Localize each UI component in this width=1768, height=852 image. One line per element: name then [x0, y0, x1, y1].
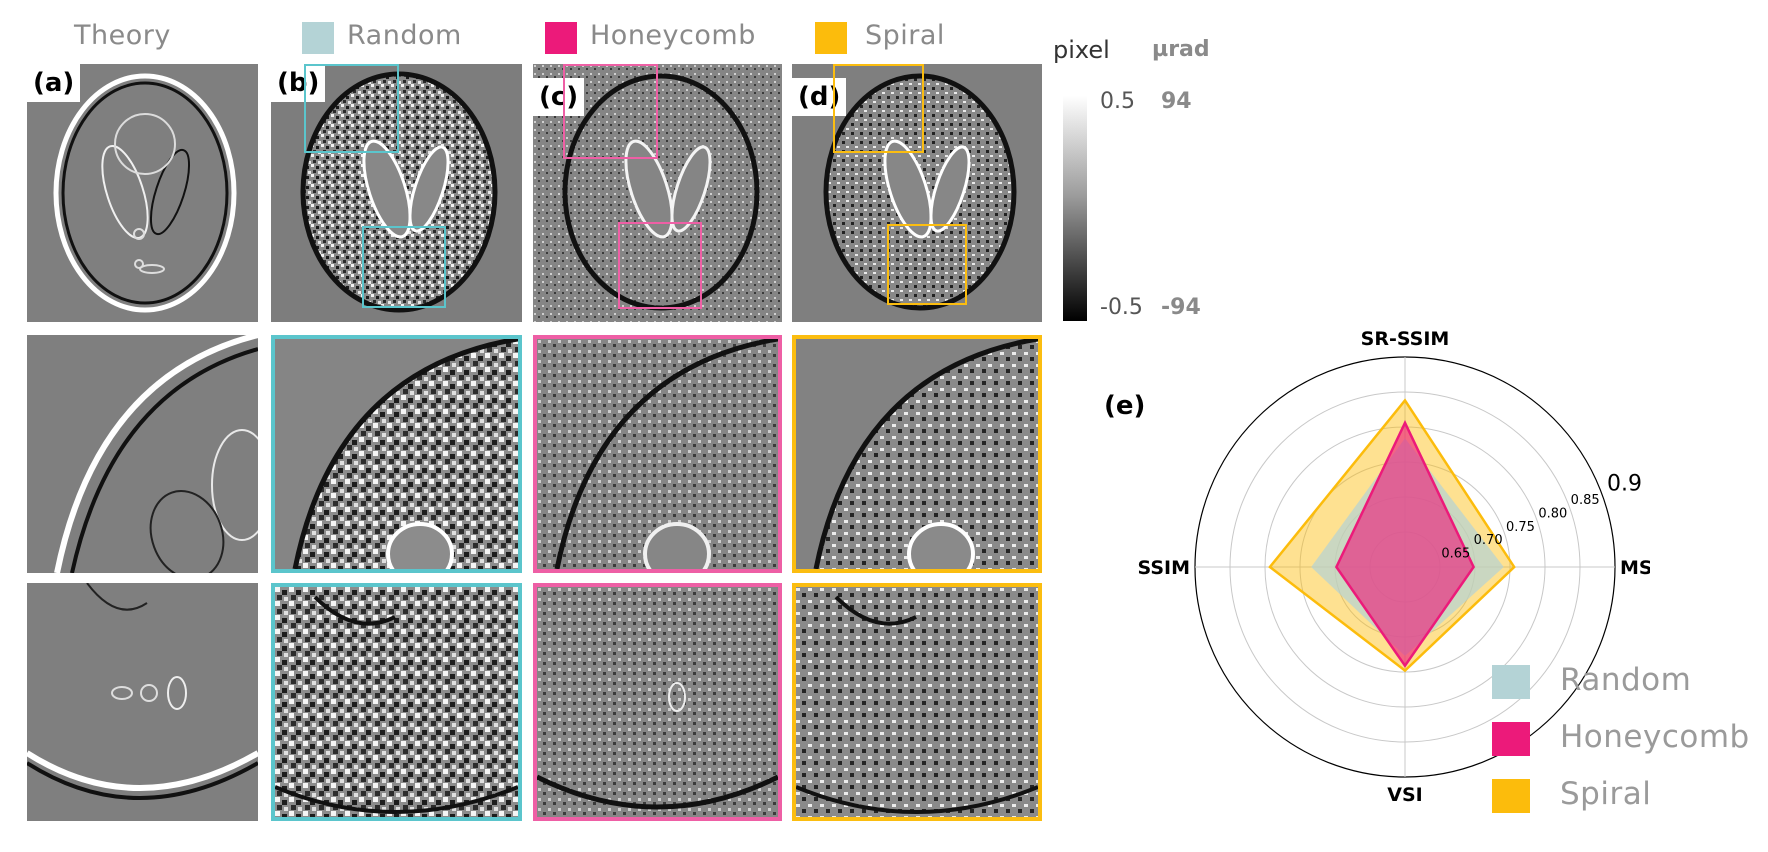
colorbar-max-urad: 94 — [1161, 89, 1192, 114]
colorbar-min-pixel: -0.5 — [1100, 295, 1143, 320]
radar-rtick-label: 0.70 — [1474, 533, 1503, 548]
zoom-box-spiral-bottom — [887, 224, 967, 305]
inset-honeycomb-bottom-image — [537, 587, 778, 817]
colorbar-unit-pixel: pixel — [1053, 36, 1110, 64]
header-label-spiral: Spiral — [865, 20, 945, 51]
inset-honeycomb-top-image — [537, 339, 778, 569]
radar-axis-label-sr-ssim: SR-SSIM — [1361, 328, 1450, 350]
radar-axis-label-vsi: VSI — [1387, 784, 1422, 806]
zoom-box-spiral-top — [833, 64, 924, 153]
legend-swatch-honeycomb — [545, 22, 577, 54]
inset-honeycomb-bottom — [533, 583, 782, 821]
theory-label: Theory — [74, 20, 171, 51]
phantom-random-image — [271, 64, 522, 322]
legend-swatch-spiral — [815, 22, 847, 54]
zoom-box-honeycomb-top — [563, 64, 658, 159]
inset-random-bottom-image — [275, 587, 518, 817]
inset-random-bottom — [271, 583, 522, 821]
radar-rtick-label: 0.85 — [1571, 493, 1600, 508]
colorbar-min-urad: -94 — [1161, 295, 1201, 320]
radar-axis-label-ms-ssim: MS-SSIM — [1620, 557, 1650, 579]
radar-axis-labels: 0.65 0.700.750.80 0.85 0.9 SR-SSIM MS-SSIM VSI… — [1138, 328, 1651, 806]
colorbar-unit-urad: µrad — [1152, 37, 1210, 62]
radar-panel-tag: (e) — [1104, 391, 1145, 421]
header-label-honeycomb: Honeycomb — [590, 20, 756, 51]
radar-legend-swatch-honeycomb — [1492, 722, 1530, 756]
radar-legend-swatch-random — [1492, 665, 1530, 699]
radar-chart: (e) 0.65 0.700.750.80 0.85 0.9 SR-SSIM MS-SSI… — [1104, 328, 1651, 806]
panel-tag-c: (c) — [533, 78, 585, 116]
inset-theory-bottom — [27, 583, 258, 821]
panel-tag-b: (b) — [271, 64, 326, 102]
inset-theory-bottom-image — [27, 583, 258, 821]
panel-tag-a: (a) — [27, 64, 81, 102]
inset-random-top — [271, 335, 522, 573]
panel-theory: (a) — [27, 64, 258, 322]
radar-series-group — [1268, 398, 1516, 673]
inset-honeycomb-top — [533, 335, 782, 573]
zoom-box-random-bottom — [362, 226, 446, 308]
radar-rtick-label: 0.75 — [1506, 520, 1535, 535]
colorbar-gradient — [1063, 96, 1087, 321]
radar-axis-label-ssim: SSIM — [1138, 557, 1191, 579]
zoom-box-random-top — [304, 64, 399, 153]
radar-legend-spiral: Spiral — [1560, 776, 1652, 812]
phantom-theory-image — [27, 64, 258, 322]
radar-legend-random: Random — [1560, 662, 1692, 698]
radar-rtick-label: 0.65 — [1441, 547, 1470, 562]
panel-honeycomb: (c) — [533, 64, 782, 322]
inset-theory-top-image — [27, 335, 258, 573]
panel-random: (b) — [271, 64, 522, 322]
radar-rtick-label: 0.80 — [1538, 506, 1567, 521]
inset-spiral-bottom — [792, 583, 1042, 821]
header-label-random: Random — [347, 20, 462, 51]
legend-swatch-random — [302, 22, 334, 54]
inset-spiral-bottom-image — [796, 587, 1038, 817]
inset-spiral-top — [792, 335, 1042, 573]
inset-random-top-image — [275, 339, 518, 569]
radar-legend-swatch-spiral — [1492, 779, 1530, 813]
radar-legend-honeycomb: Honeycomb — [1560, 719, 1750, 755]
colorbar-max-pixel: 0.5 — [1100, 89, 1135, 114]
radar-rmax-label: 0.9 — [1607, 472, 1642, 497]
inset-theory-top — [27, 335, 258, 573]
zoom-box-honeycomb-bottom — [618, 222, 702, 309]
inset-spiral-top-image — [796, 339, 1038, 569]
